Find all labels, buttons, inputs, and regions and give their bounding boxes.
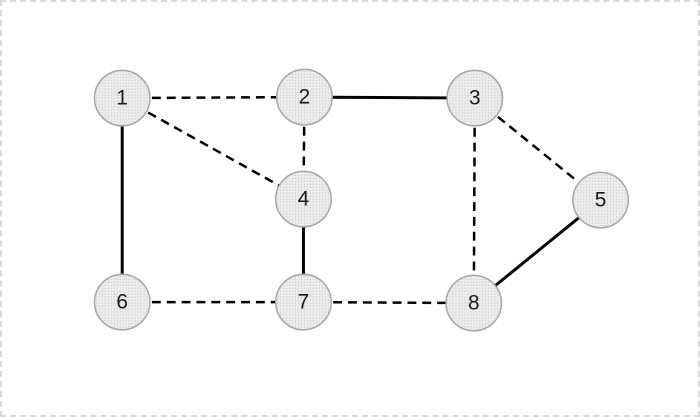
node-circle-3[interactable] bbox=[446, 69, 504, 127]
node-circle-1[interactable] bbox=[93, 69, 151, 127]
node-circle-8[interactable] bbox=[445, 274, 503, 332]
graph-node-8[interactable]: 8 bbox=[445, 274, 503, 332]
edge-1-2-dashed[interactable] bbox=[122, 95, 305, 100]
graph-node-3[interactable]: 3 bbox=[446, 69, 504, 127]
edge-1-4-dashed[interactable] bbox=[121, 96, 305, 201]
graph-node-2[interactable]: 2 bbox=[275, 68, 333, 126]
node-circle-5[interactable] bbox=[572, 171, 630, 229]
edge-3-8-dashed[interactable] bbox=[472, 98, 477, 304]
node-circle-4[interactable] bbox=[274, 170, 332, 228]
graph-node-5[interactable]: 5 bbox=[572, 171, 630, 229]
graph-node-7[interactable]: 7 bbox=[274, 273, 332, 331]
node-circle-7[interactable] bbox=[274, 273, 332, 331]
graph-node-6[interactable]: 6 bbox=[93, 273, 151, 331]
graph-node-4[interactable]: 4 bbox=[274, 170, 332, 228]
node-circle-6[interactable] bbox=[93, 273, 151, 331]
node-circle-2[interactable] bbox=[275, 68, 333, 126]
graph-node-1[interactable]: 1 bbox=[93, 69, 151, 127]
